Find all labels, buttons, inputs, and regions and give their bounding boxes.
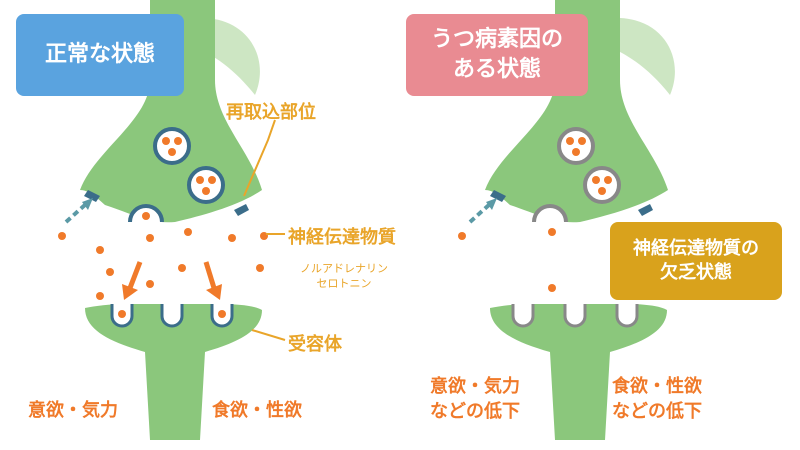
reuptake-arrow	[64, 202, 88, 224]
receptor	[511, 304, 535, 328]
depression-state-badge: うつ病素因の ある状態	[406, 14, 588, 96]
vesicle	[153, 127, 191, 165]
release-arrow	[203, 261, 217, 289]
neurotransmitter-dots	[58, 228, 268, 300]
vesicle	[187, 166, 225, 204]
reuptake-site	[234, 204, 249, 216]
normal-panel	[58, 0, 286, 440]
depression-title-line-1: うつ病素因の	[430, 27, 563, 53]
depression-motivation-line-1: 意欲・気力	[430, 376, 520, 397]
presynaptic-neuron	[485, 0, 668, 223]
normal-motivation-label: 意欲・気力	[28, 400, 118, 421]
reuptake-arrowhead	[82, 198, 93, 210]
normal-state-badge: 正常な状態	[16, 14, 184, 96]
receptor	[160, 304, 184, 328]
vesicle-releasing	[532, 204, 568, 223]
release-arrowhead	[206, 284, 222, 300]
reuptake-arrow	[468, 202, 492, 224]
presynaptic-neuron	[80, 0, 262, 223]
leader-line	[251, 329, 286, 341]
postsynaptic-neuron	[85, 304, 262, 440]
reuptake-site	[490, 190, 506, 202]
reuptake-site	[84, 190, 100, 202]
reuptake-site	[638, 204, 653, 216]
receptor	[615, 304, 639, 328]
postsynaptic-neuron	[490, 304, 667, 440]
normal-appetite-label: 食欲・性欲	[212, 400, 302, 421]
receptor	[110, 304, 134, 328]
neurotransmitter-label: 神経伝達物質	[288, 227, 396, 248]
example-serotonin: セロトニン	[316, 276, 372, 290]
leaf-decoration	[605, 18, 675, 95]
receptor	[563, 304, 587, 328]
depression-panel	[458, 0, 675, 440]
depression-appetite-line-1: 食欲・性欲	[612, 376, 702, 397]
vesicle	[557, 127, 595, 165]
receptor-label: 受容体	[288, 334, 342, 355]
reuptake-arrowhead	[486, 198, 497, 210]
deficiency-line-2: 欠乏状態	[660, 262, 732, 283]
depression-appetite-label: 食欲・性欲 などの低下	[612, 374, 702, 424]
deficiency-line-1: 神経伝達物質の	[633, 237, 759, 259]
normal-state-title: 正常な状態	[44, 42, 155, 68]
depression-title-line-2: ある状態	[452, 57, 541, 82]
vesicle	[583, 166, 621, 204]
depression-motivation-label: 意欲・気力 などの低下	[430, 374, 520, 424]
release-arrowhead	[122, 284, 138, 300]
reuptake-site-label: 再取込部位	[226, 102, 316, 123]
depression-appetite-line-2: などの低下	[612, 401, 702, 423]
receptor	[210, 304, 234, 328]
deficiency-badge: 神経伝達物質の 欠乏状態	[610, 222, 782, 300]
vesicle-releasing	[128, 204, 164, 223]
release-arrow	[127, 261, 143, 289]
depression-motivation-line-2: などの低下	[430, 401, 520, 423]
neurotransmitter-dots	[458, 228, 556, 292]
leader-line	[243, 119, 276, 197]
example-noradrenaline: ノルアドレナリン	[300, 262, 388, 275]
neurotransmitter-examples: ノルアドレナリン セロトニン	[300, 262, 388, 292]
